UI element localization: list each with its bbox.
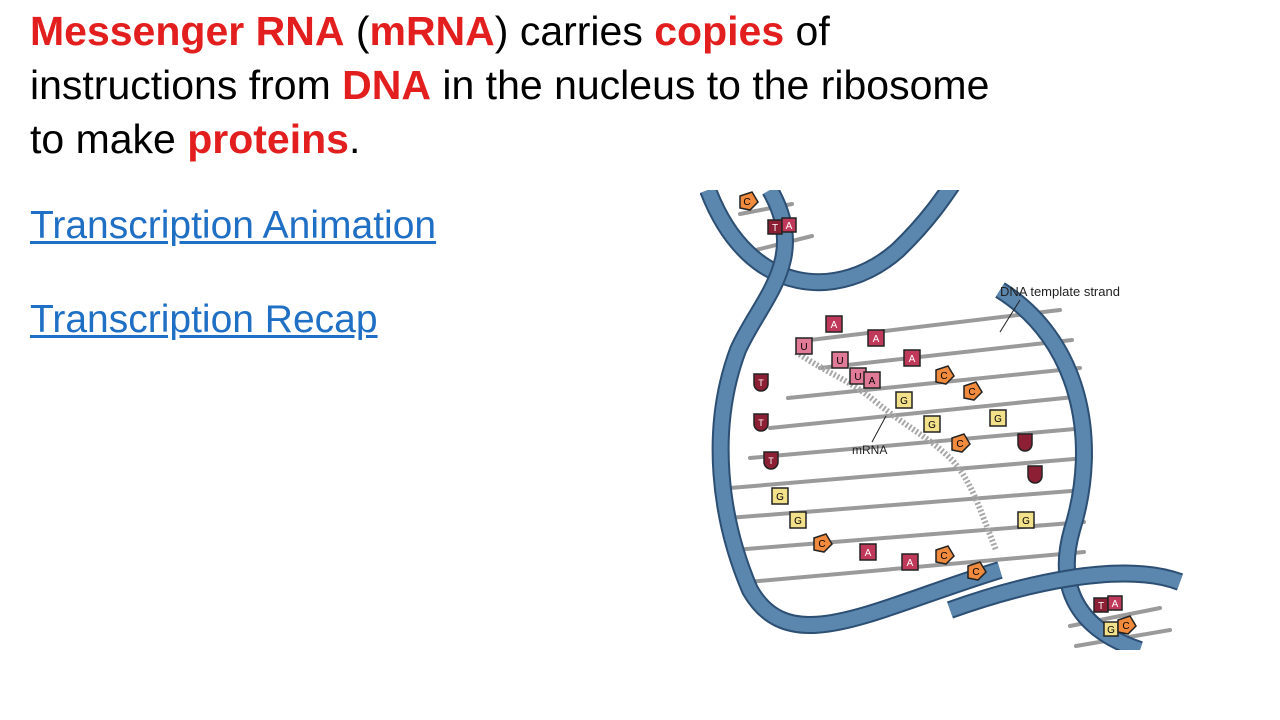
mrna-label: mRNA xyxy=(852,443,887,457)
headline-text: in the nucleus to the ribosome to make xyxy=(30,62,990,162)
base-label: G xyxy=(794,516,802,527)
base-label: T xyxy=(758,378,764,388)
base-label: C xyxy=(968,387,975,398)
dna-transcription-diagram: C T A A U A U A U A C C C G G G C G T T … xyxy=(700,190,1184,650)
base-label: G xyxy=(900,396,908,407)
mrna-leader-line xyxy=(871,415,887,443)
headline-term-dna: DNA xyxy=(342,62,431,108)
base-t: T xyxy=(753,373,769,392)
base-c: C xyxy=(1117,615,1137,635)
headline-text: ) carries xyxy=(494,8,655,54)
headline: Messenger RNA (mRNA) carries copies of i… xyxy=(30,4,990,166)
base-label: U xyxy=(854,372,861,383)
base-label: C xyxy=(818,539,825,550)
transcription-recap-link[interactable]: Transcription Recap xyxy=(30,298,378,341)
base-label: T xyxy=(758,418,764,428)
base-a: A xyxy=(859,543,877,561)
base-label: A xyxy=(831,320,838,331)
base-label: U xyxy=(800,342,807,353)
headline-text: ( xyxy=(344,8,370,54)
base-label: U xyxy=(836,356,843,367)
mrna-strand xyxy=(794,349,999,552)
base-c: C xyxy=(963,381,983,401)
base-g: G xyxy=(789,511,807,529)
base-c: C xyxy=(967,561,987,581)
base-label: C xyxy=(1122,621,1129,632)
base-g: G xyxy=(1017,511,1035,529)
base-label: C xyxy=(743,197,750,208)
base-c: C xyxy=(935,365,955,385)
base-label: A xyxy=(907,558,914,569)
base-a: A xyxy=(903,349,921,367)
base-g: G xyxy=(923,415,941,433)
base-c: C xyxy=(951,433,971,453)
base-t: T xyxy=(763,451,779,470)
base-label: G xyxy=(994,414,1002,425)
headline-term-messenger-rna: Messenger RNA xyxy=(30,8,345,54)
base-label: C xyxy=(972,567,979,578)
base-label: A xyxy=(909,354,916,365)
base-t: T xyxy=(1093,597,1109,613)
base-t xyxy=(1027,465,1043,484)
base-g: G xyxy=(895,391,913,409)
base-label: A xyxy=(786,221,793,232)
base-label: C xyxy=(956,439,963,450)
base-label: T xyxy=(768,456,774,466)
headline-text: . xyxy=(348,116,361,162)
transcription-animation-link[interactable]: Transcription Animation xyxy=(30,204,437,247)
base-u: A xyxy=(863,371,881,389)
headline-term-proteins: proteins xyxy=(187,116,349,162)
base-label: A xyxy=(1112,599,1119,610)
headline-text: of instructions from xyxy=(30,8,830,108)
base-g: G xyxy=(1103,621,1119,637)
base-c: C xyxy=(739,191,759,211)
template-leader-line xyxy=(999,299,1021,333)
base-label: T xyxy=(772,223,778,234)
base-label: A xyxy=(873,334,880,345)
base-c: C xyxy=(935,545,955,565)
base-label: G xyxy=(776,492,784,503)
base-label: A xyxy=(865,548,872,559)
base-a: A xyxy=(781,217,797,233)
base-label: C xyxy=(940,371,947,382)
base-a: A xyxy=(867,329,885,347)
base-g: G xyxy=(771,487,789,505)
base-t: T xyxy=(767,219,783,235)
base-g: G xyxy=(989,409,1007,427)
base-u: U xyxy=(831,351,849,369)
base-a: A xyxy=(1107,595,1123,611)
headline-term-mrna: mRNA xyxy=(369,8,495,54)
headline-term-copies: copies xyxy=(654,8,785,54)
base-label: A xyxy=(869,376,876,387)
base-t xyxy=(1017,433,1033,452)
base-a: A xyxy=(825,315,843,333)
base-t: T xyxy=(753,413,769,432)
base-label: C xyxy=(940,551,947,562)
base-c: C xyxy=(813,533,833,553)
base-a: A xyxy=(901,553,919,571)
base-label: T xyxy=(1098,601,1104,612)
base-label: G xyxy=(1022,516,1030,527)
base-label: G xyxy=(1107,625,1115,636)
base-u: U xyxy=(795,337,813,355)
dna-template-strand-label: DNA template strand xyxy=(1000,284,1120,299)
base-label: G xyxy=(928,420,936,431)
